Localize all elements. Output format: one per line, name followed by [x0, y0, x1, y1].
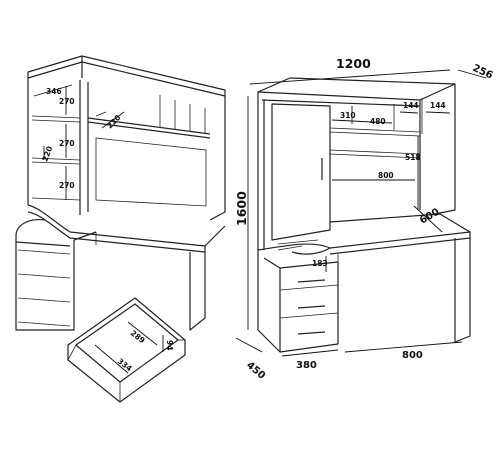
hutch-back-panel: [95, 137, 207, 207]
r-cabinet-door: [271, 103, 331, 241]
desktop-curve-left: [15, 219, 46, 237]
r-drawer-handle-1: [297, 279, 326, 283]
left-shelf-2b: [31, 161, 81, 165]
dim-label-1600: 1600: [234, 191, 249, 226]
dim-label-800-leg: 800: [402, 350, 423, 361]
dim-800-leg-line: [344, 341, 463, 353]
dim-label-800-desk: 800: [378, 171, 394, 180]
upper-shelf-tick: [95, 111, 107, 117]
drawer-left-edge: [67, 344, 77, 361]
right-desk-leg: [189, 246, 206, 331]
r-pedestal-top: [263, 257, 339, 269]
r-hutch-top: [257, 77, 456, 215]
r-right-leg: [454, 238, 471, 343]
left-shelf-1b: [31, 119, 81, 123]
dim-label-270-a: 270: [59, 97, 75, 106]
dim-label-144-b: 144: [430, 101, 446, 110]
dim-label-450: 450: [244, 360, 267, 382]
dim-600-line: [413, 205, 443, 233]
r-hutch-front-top: [257, 83, 456, 101]
left-shelf-1: [31, 115, 81, 119]
drawer-2-bottom: [17, 297, 71, 303]
dim-label-346: 346: [46, 87, 62, 96]
right-desk-drawing: 1200 256 1600 450 380 800 310 480 144 14…: [234, 56, 494, 382]
pedestal-top: [15, 241, 71, 247]
dim-144a-line: [399, 111, 419, 114]
pedestal-outline: [15, 236, 75, 331]
dim-label-289: 289: [129, 328, 147, 345]
r-drawer-2-bottom: [279, 312, 339, 319]
dim-label-600: 600: [418, 207, 442, 227]
dim-289-line: [127, 321, 158, 346]
dim-label-1200: 1200: [336, 56, 371, 71]
r-drawer-1-bottom: [279, 284, 339, 291]
left-shelf-3: [31, 197, 81, 201]
dim-334-line: [94, 344, 129, 374]
dim-label-144-a: 144: [403, 101, 419, 110]
r-drawer-handle-2: [297, 305, 326, 309]
r-shelf-lower-b: [329, 153, 421, 159]
drawer-3-bottom: [17, 321, 71, 327]
r-shelf-lower: [329, 149, 421, 155]
dim-450-line: [235, 337, 263, 353]
drawer-1-top: [17, 249, 71, 255]
hutch-top-outline: [27, 55, 226, 221]
r-hutch-top-inner: [261, 99, 421, 107]
drawer-detail-drawing: 334 289 94: [67, 297, 186, 403]
upper-shelf-b: [87, 121, 211, 139]
dim-label-380: 380: [296, 360, 317, 371]
dim-label-270-c: 270: [59, 181, 75, 190]
dim-label-220-side: 220: [40, 145, 54, 163]
dim-label-480: 480: [370, 117, 386, 126]
r-pedestal-outline: [257, 258, 339, 353]
r-keyboard-shelf-b: [277, 245, 303, 251]
r-keyboard-shelf: [277, 239, 319, 245]
dim-220-upper-line: [101, 111, 125, 129]
drawer-1-bottom: [17, 273, 71, 279]
dim-label-518: 518: [405, 153, 421, 162]
pedestal-side: [73, 231, 97, 241]
dim-label-94: 94: [165, 340, 174, 350]
r-drawer-handle-3: [297, 331, 326, 335]
dim-480-line: [331, 119, 393, 124]
desktop-front-edge: [27, 204, 226, 247]
r-desktop-top: [257, 213, 471, 251]
r-shelf-upper-b: [329, 131, 421, 137]
dim-256-line: [457, 69, 487, 79]
dim-144b-line: [425, 111, 451, 114]
dim-label-220-upper: 220: [105, 113, 122, 130]
dim-380-line: [281, 349, 339, 357]
desktop-lower-edge: [27, 211, 206, 253]
left-shelf-2: [31, 157, 81, 161]
r-desktop-front-edge: [329, 232, 471, 255]
dim-label-256: 256: [471, 63, 495, 82]
r-desktop-curve: [291, 247, 331, 255]
hutch-top-inner: [27, 61, 226, 97]
left-desk-drawing: 346 270 270 270 220 220: [15, 55, 226, 331]
dim-1200-line: [249, 69, 451, 85]
dim-label-183: 183: [312, 259, 328, 268]
dim-label-310: 310: [340, 111, 356, 120]
r-shelf-upper: [329, 127, 421, 133]
dim-label-270-b: 270: [59, 139, 75, 148]
